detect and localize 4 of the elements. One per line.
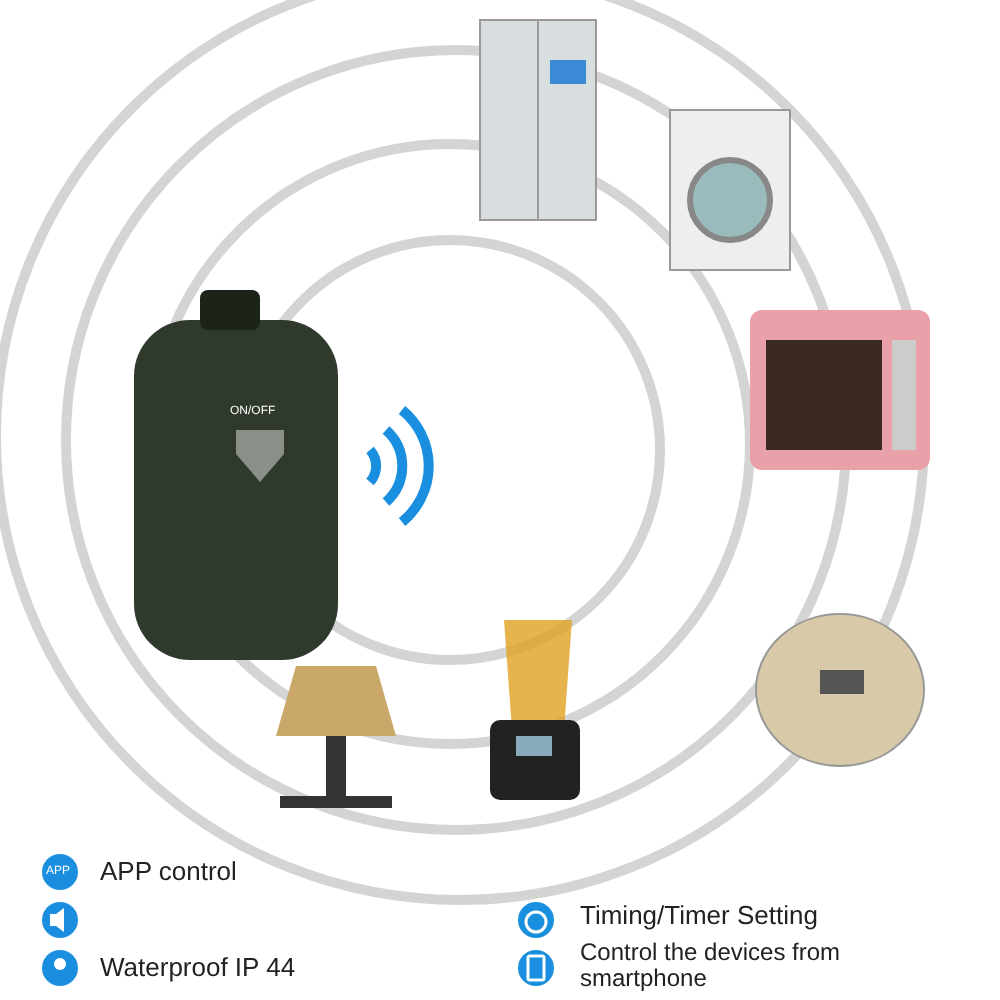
feature-text: Timing/Timer Setting (580, 902, 818, 930)
feature-text: Waterproof IP 44 (100, 954, 296, 982)
feature-text: APP control (100, 858, 237, 886)
feature-text: Control the devices from smartphone (580, 940, 843, 992)
